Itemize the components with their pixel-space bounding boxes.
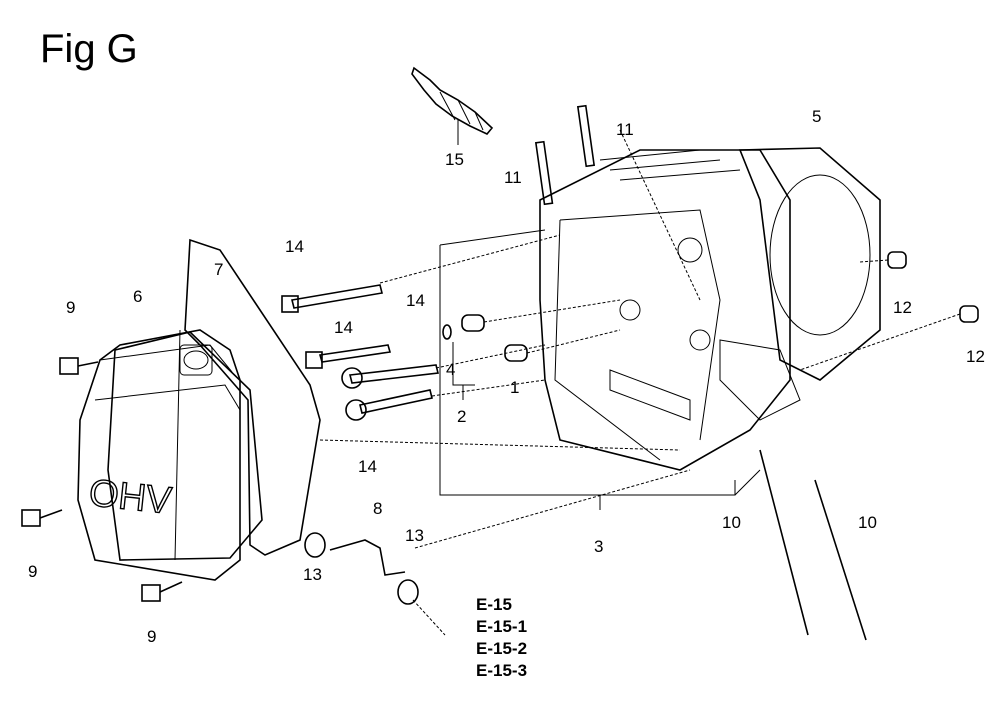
callout-14: 14: [285, 237, 304, 256]
push-rod: [759, 449, 809, 636]
reference-e-15-1: E-15-1: [476, 617, 527, 636]
callout-14: 14: [406, 291, 425, 310]
reference-e-15: E-15: [476, 595, 512, 614]
callout-11: 11: [504, 168, 522, 187]
figure-title: Fig G: [40, 27, 138, 71]
cover-logo: OHV: [87, 472, 174, 522]
dowel-pin: [887, 251, 907, 269]
callout-14: 14: [334, 318, 353, 337]
push-rod: [814, 479, 867, 641]
callout-11: 11: [616, 120, 634, 139]
callout-13: 13: [303, 565, 322, 584]
dowel-pin: [504, 344, 528, 362]
callout-4: 4: [446, 360, 455, 379]
clamp: [397, 579, 419, 605]
callout-1: 1: [510, 378, 519, 397]
cover-gasket: [107, 331, 263, 561]
o-ring: [442, 324, 452, 340]
callout-9: 9: [147, 627, 156, 646]
callout-15: 15: [445, 150, 464, 169]
callouts: 15 11 11 5 14 7 6 9 14 14 4 1 2 12 12 14…: [28, 107, 985, 646]
callout-14: 14: [358, 457, 377, 476]
dowel-pin: [461, 314, 485, 332]
callout-10: 10: [722, 513, 741, 532]
callout-9: 9: [28, 562, 37, 581]
clamp: [304, 532, 326, 558]
bolts: [281, 284, 439, 421]
callout-7: 7: [214, 260, 223, 279]
assembly-bracket: [439, 229, 761, 496]
stud: [534, 140, 554, 206]
breather-tube: [329, 539, 406, 576]
callout-10: 10: [858, 513, 877, 532]
callout-13: 13: [405, 526, 424, 545]
cylinder-head: [539, 149, 801, 471]
reference-e-15-3: E-15-3: [476, 661, 527, 680]
callout-2: 2: [457, 407, 466, 426]
spark-plug: [411, 66, 494, 145]
dowel-pin: [959, 305, 979, 323]
breather-gasket: [184, 238, 321, 556]
reference-e-15-2: E-15-2: [476, 639, 527, 658]
callout-3: 3: [594, 537, 603, 556]
callout-8: 8: [373, 499, 382, 518]
callout-5: 5: [812, 107, 821, 126]
head-gasket: [738, 147, 881, 381]
reference-list: E-15 E-15-1 E-15-2 E-15-3: [476, 595, 527, 680]
callout-9: 9: [66, 298, 75, 317]
callout-6: 6: [133, 287, 142, 306]
leader-lines: [319, 129, 961, 636]
cover-bolts: [21, 357, 183, 602]
callout-12: 12: [893, 298, 912, 317]
stud: [576, 104, 596, 168]
callout-12: 12: [966, 347, 985, 366]
valve-cover: OHV: [77, 329, 241, 581]
